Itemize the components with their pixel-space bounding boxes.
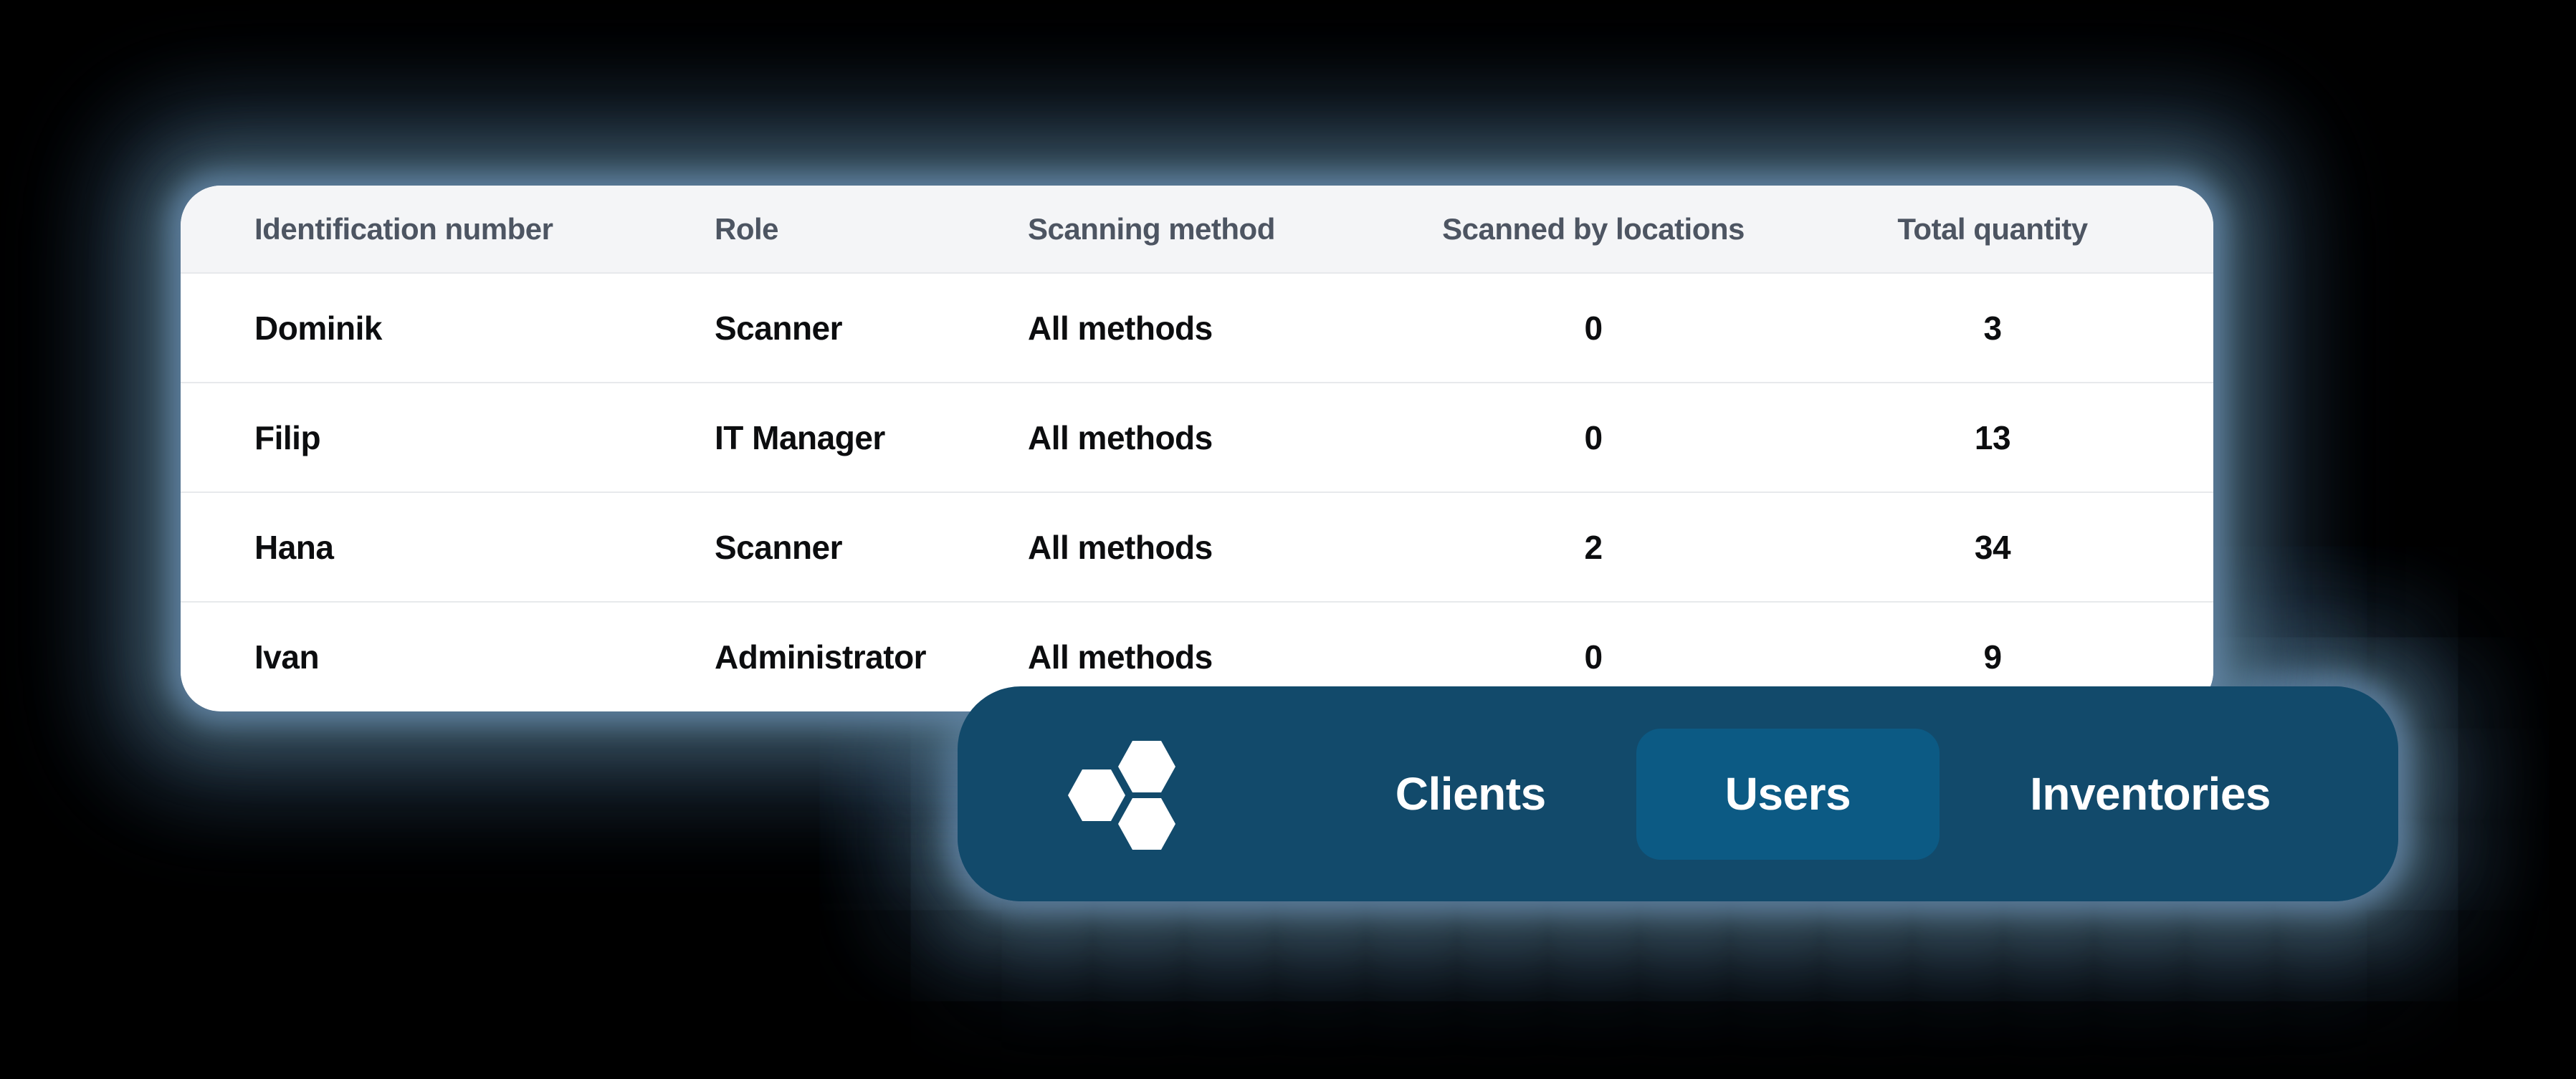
total-quantity-cell: 13 [1974, 418, 2011, 456]
role-cell: IT Manager [715, 418, 885, 456]
column-header-identification-number: Identification number [254, 211, 553, 246]
hexagons-logo-icon [1068, 741, 1175, 850]
scanned-by-locations-cell: 0 [1584, 309, 1603, 347]
nav-tab-clients[interactable]: Clients [1395, 768, 1546, 820]
scanning-method-cell: All methods [1028, 309, 1213, 347]
bottom-navbar: Clients Users Inventories [958, 686, 2398, 901]
role-cell: Scanner [715, 309, 843, 347]
identification-number-cell: Dominik [254, 309, 382, 347]
scanned-by-locations-cell: 2 [1584, 528, 1603, 566]
table-row[interactable]: Hana Scanner All methods 2 34 [181, 491, 2213, 601]
identification-number-cell: Hana [254, 528, 334, 566]
table-header-row: Identification number Role Scanning method… [181, 186, 2213, 272]
nav-tab-inventories[interactable]: Inventories [2030, 768, 2271, 820]
identification-number-cell: Ivan [254, 638, 320, 676]
table-row[interactable]: Dominik Scanner All methods 0 3 [181, 272, 2213, 382]
users-table-card: Identification number Role Scanning method… [181, 186, 2213, 711]
column-header-total-quantity: Total quantity [1897, 211, 2088, 246]
scanning-method-cell: All methods [1028, 638, 1213, 676]
table-row[interactable]: Filip IT Manager All methods 0 13 [181, 382, 2213, 491]
total-quantity-cell: 34 [1974, 528, 2011, 566]
nav-tab-users[interactable]: Users [1636, 728, 1940, 860]
total-quantity-cell: 9 [1983, 638, 2002, 676]
column-header-role: Role [715, 211, 779, 246]
navbar-items: Clients Users Inventories [1395, 728, 2271, 860]
scanned-by-locations-cell: 0 [1584, 418, 1603, 456]
column-header-scanned-by-locations: Scanned by locations [1442, 211, 1745, 246]
identification-number-cell: Filip [254, 418, 321, 456]
scanned-by-locations-cell: 0 [1584, 638, 1603, 676]
column-header-scanning-method: Scanning method [1028, 211, 1275, 246]
role-cell: Scanner [715, 528, 843, 566]
table-row[interactable]: Ivan Administrator All methods 0 9 [181, 601, 2213, 711]
total-quantity-cell: 3 [1983, 309, 2002, 347]
role-cell: Administrator [715, 638, 927, 676]
scanning-method-cell: All methods [1028, 418, 1213, 456]
scanning-method-cell: All methods [1028, 528, 1213, 566]
